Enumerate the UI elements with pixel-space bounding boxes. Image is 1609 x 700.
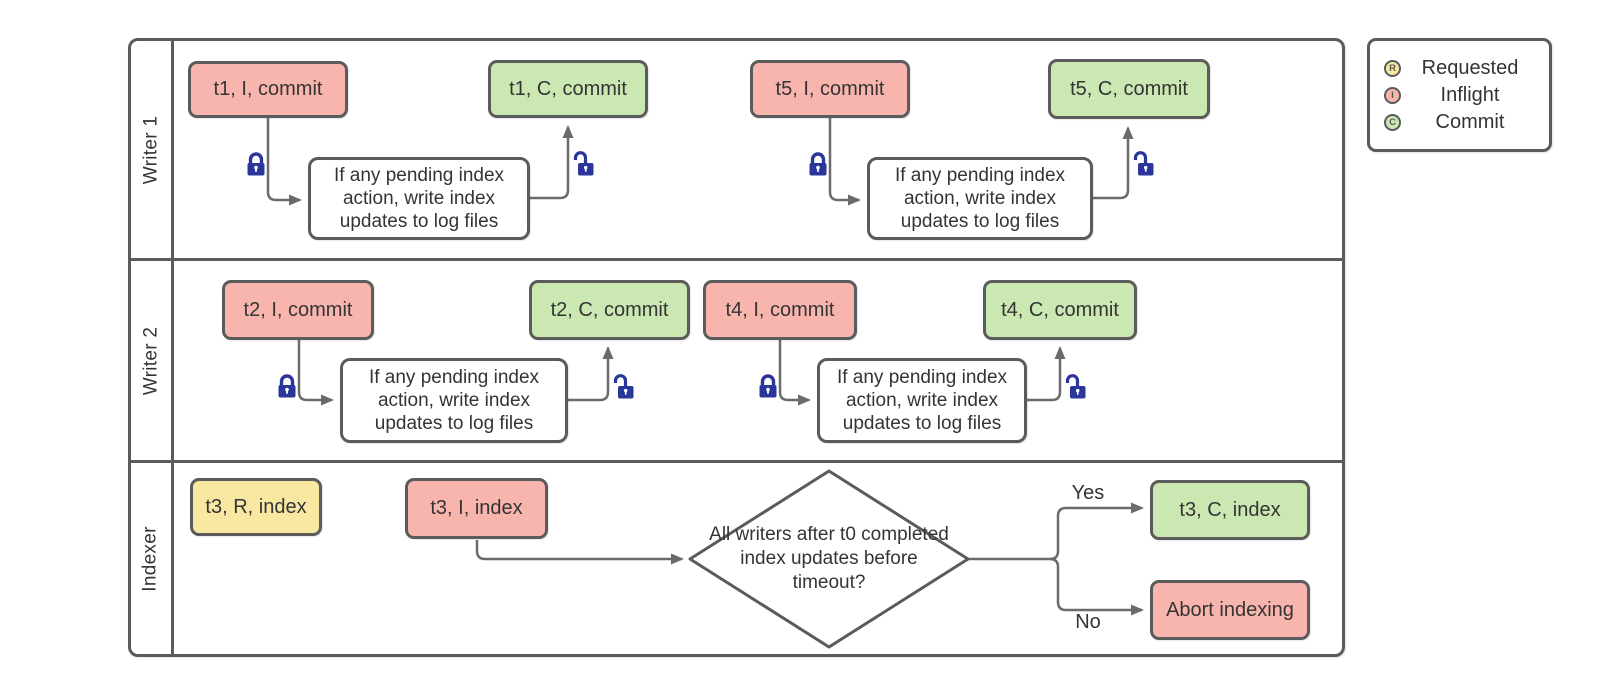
lock-open-icon (613, 374, 634, 399)
node-abort-indexing: Abort indexing (1150, 580, 1310, 640)
node-t2-inflight: t2, I, commit (222, 280, 374, 340)
edge-label-yes: Yes (1071, 482, 1105, 504)
legend-label: Requested (1421, 56, 1519, 79)
edge-label-no: No (1075, 611, 1101, 633)
node-t2-commit: t2, C, commit (529, 280, 690, 340)
lane-label-writer2: Writer 2 (140, 326, 161, 395)
legend: R Requested I Inflight C Commit (1367, 38, 1552, 152)
lane-divider-2 (128, 460, 1345, 463)
node-t1-inflight: t1, I, commit (188, 61, 348, 118)
node-t3-inflight: t3, I, index (405, 478, 548, 539)
node-process-t1: If any pending index action, write index… (308, 157, 530, 240)
legend-item-requested: R Requested (1384, 56, 1539, 80)
node-t4-commit: t4, C, commit (983, 280, 1137, 340)
lane-title-divider (171, 38, 174, 657)
lock-closed-icon (278, 374, 296, 398)
node-t5-commit: t5, C, commit (1048, 59, 1210, 119)
lock-open-icon (1065, 374, 1086, 399)
requested-badge-icon: R (1384, 59, 1401, 77)
legend-label: Inflight (1440, 83, 1500, 106)
lane-divider-1 (128, 258, 1345, 261)
node-process-t4: If any pending index action, write index… (817, 358, 1027, 443)
node-t5-inflight: t5, I, commit (750, 60, 910, 118)
node-t4-inflight: t4, I, commit (703, 280, 857, 340)
lock-closed-icon (247, 152, 265, 176)
node-process-t5: If any pending index action, write index… (867, 157, 1093, 240)
node-process-t2: If any pending index action, write index… (340, 358, 568, 443)
node-t3-commit: t3, C, index (1150, 480, 1310, 540)
commit-badge-icon: C (1384, 113, 1401, 131)
lane-label-writer1: Writer 1 (140, 115, 161, 184)
legend-item-inflight: I Inflight (1384, 83, 1539, 107)
node-t3-requested: t3, R, index (190, 478, 322, 536)
lane-label-indexer: Indexer (140, 525, 162, 592)
lock-closed-icon (759, 374, 777, 398)
inflight-badge-icon: I (1384, 86, 1401, 104)
legend-label: Commit (1435, 110, 1505, 133)
node-t1-commit: t1, C, commit (488, 60, 648, 118)
legend-item-commit: C Commit (1384, 110, 1539, 134)
lock-open-icon (1133, 151, 1154, 176)
decision-text: All writers after t0 completed index upd… (709, 524, 949, 593)
lock-closed-icon (809, 152, 827, 176)
lock-open-icon (573, 151, 594, 176)
